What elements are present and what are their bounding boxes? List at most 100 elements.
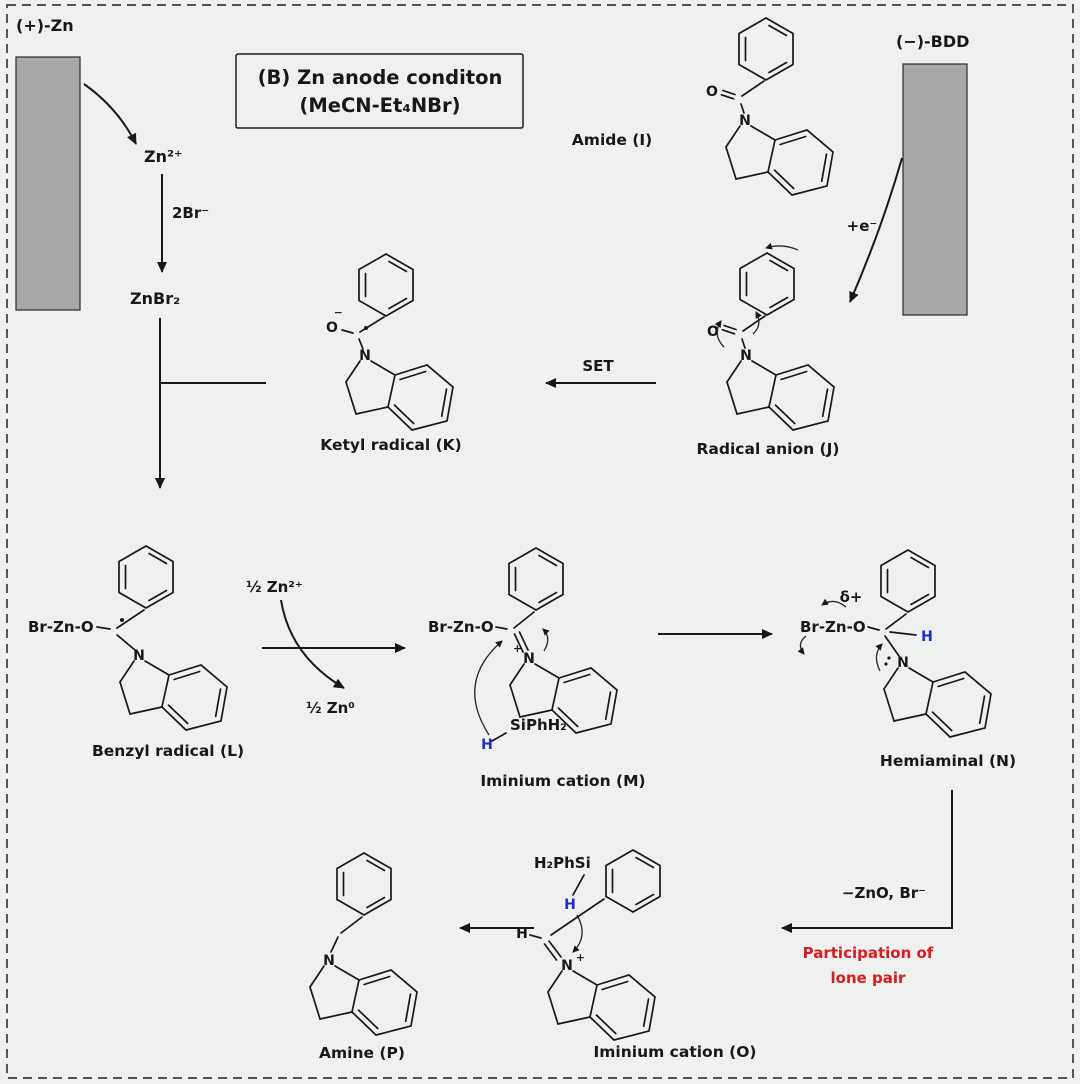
benzyl-radical-structure: Br-Zn-O N — [28, 545, 228, 731]
two-br-label: 2Br⁻ — [172, 204, 209, 222]
bond — [889, 631, 917, 636]
n-label: N — [740, 348, 752, 364]
br-zn-o-label: Br-Zn-O — [428, 618, 494, 636]
n-label: N — [359, 348, 371, 364]
iminium-m-label: Iminium cation (M) — [480, 772, 645, 790]
n-label: N — [739, 113, 751, 129]
bond — [722, 89, 736, 96]
electron-transfer-arrow — [849, 157, 903, 303]
radical-anion-label: Radical anion (J) — [697, 440, 840, 458]
n-label: N — [561, 958, 573, 974]
condition-line1: (B) Zn anode conditon — [258, 66, 503, 89]
electron-arrow — [752, 311, 762, 335]
hemiaminal-label: Hemiaminal (N) — [880, 752, 1016, 770]
n-label: N — [323, 953, 335, 969]
br-zn-o-label: Br-Zn-O — [800, 618, 866, 636]
anode-dissolution-arrow — [83, 83, 137, 145]
n-label: N — [523, 651, 535, 667]
phenyl-ring — [118, 545, 174, 609]
o-minus-label: O — [326, 320, 338, 336]
N-to-O-arrow — [781, 790, 953, 933]
bond — [330, 936, 339, 953]
amide-label: Amide (I) — [572, 131, 652, 149]
phenyl-ring — [508, 547, 564, 611]
bond — [116, 609, 145, 629]
phenyl-ring — [336, 852, 392, 916]
indoline-ring — [725, 125, 834, 196]
n-label: N — [897, 655, 909, 671]
hydride-h-label: H — [921, 629, 933, 645]
bond — [742, 315, 766, 332]
electron-arrow — [542, 628, 550, 652]
n-label: N — [133, 648, 145, 664]
cathode-electrode — [902, 63, 968, 316]
bond — [518, 631, 529, 651]
anode-electrode — [15, 56, 81, 311]
electron-arrow — [797, 635, 807, 655]
phenyl-ring — [880, 549, 936, 613]
half-zn2plus-label: ½ Zn²⁺ — [246, 578, 303, 596]
condition-line2: (MeCN-Et₄NBr) — [299, 94, 460, 117]
electron-arrow — [875, 643, 883, 672]
bond — [96, 626, 111, 630]
bond — [548, 940, 562, 958]
carbonyl-o-label: O — [707, 324, 719, 340]
bond — [341, 329, 354, 334]
iminium-o-structure: H₂PhSi H H N + — [516, 849, 661, 1041]
radical-anion-structure: O N — [707, 242, 835, 431]
indoline-ring — [726, 360, 835, 431]
bond — [340, 916, 363, 934]
h-label: H — [516, 926, 528, 942]
electron-arrow — [572, 914, 583, 953]
indoline-ring — [119, 660, 228, 731]
bond — [723, 324, 737, 331]
zn2plus-label: Zn²⁺ — [144, 147, 182, 166]
electron-arrow — [765, 242, 799, 251]
ketyl-radical-label: Ketyl radical (K) — [320, 436, 462, 454]
amine-structure: N — [309, 852, 418, 1036]
condition-box — [235, 53, 524, 129]
bond — [529, 934, 542, 939]
lone-pair-dot — [884, 662, 888, 666]
bond — [550, 898, 605, 936]
indoline-ring — [309, 965, 418, 1036]
bond — [358, 338, 364, 350]
half-zn0-label: ½ Zn⁰ — [306, 699, 355, 717]
iminium-o-label: Iminium cation (O) — [594, 1043, 757, 1061]
bond — [543, 943, 558, 961]
phenyl-ring — [739, 252, 795, 316]
participation-text-2: lone pair — [831, 969, 907, 987]
amide-structure: O N — [706, 17, 834, 196]
silane-label: SiPhH₂ — [510, 716, 567, 734]
znbr2-label: ZnBr₂ — [130, 289, 180, 308]
electron-arrow — [714, 320, 725, 348]
bond — [867, 626, 880, 631]
bond — [741, 338, 746, 349]
plus-charge: + — [513, 643, 522, 655]
bond — [572, 874, 585, 896]
indoline-ring — [345, 360, 454, 431]
bond — [720, 93, 735, 100]
bond — [491, 732, 507, 742]
bond — [884, 635, 900, 657]
silane-label: H₂PhSi — [534, 854, 591, 872]
bond — [513, 611, 535, 629]
indoline-ring — [883, 667, 992, 738]
hydride-h-label: H — [564, 897, 576, 913]
phenyl-ring — [605, 849, 661, 913]
participation-text-1: Participation of — [803, 944, 934, 962]
bond — [359, 316, 385, 333]
delta-plus-label: δ+ — [840, 588, 863, 606]
anode-label: (+)-Zn — [16, 16, 74, 35]
canvas-border — [6, 4, 1074, 1079]
minus-charge: − — [334, 307, 343, 319]
electron-arrow — [821, 598, 847, 608]
bond — [721, 328, 736, 335]
bond — [513, 633, 524, 653]
electron-arrow — [474, 640, 503, 736]
phenyl-ring — [738, 17, 794, 81]
plus-charge: + — [576, 952, 585, 964]
ketyl-radical-structure: O − N — [326, 253, 454, 431]
plus-e-label: +e⁻ — [847, 217, 878, 235]
